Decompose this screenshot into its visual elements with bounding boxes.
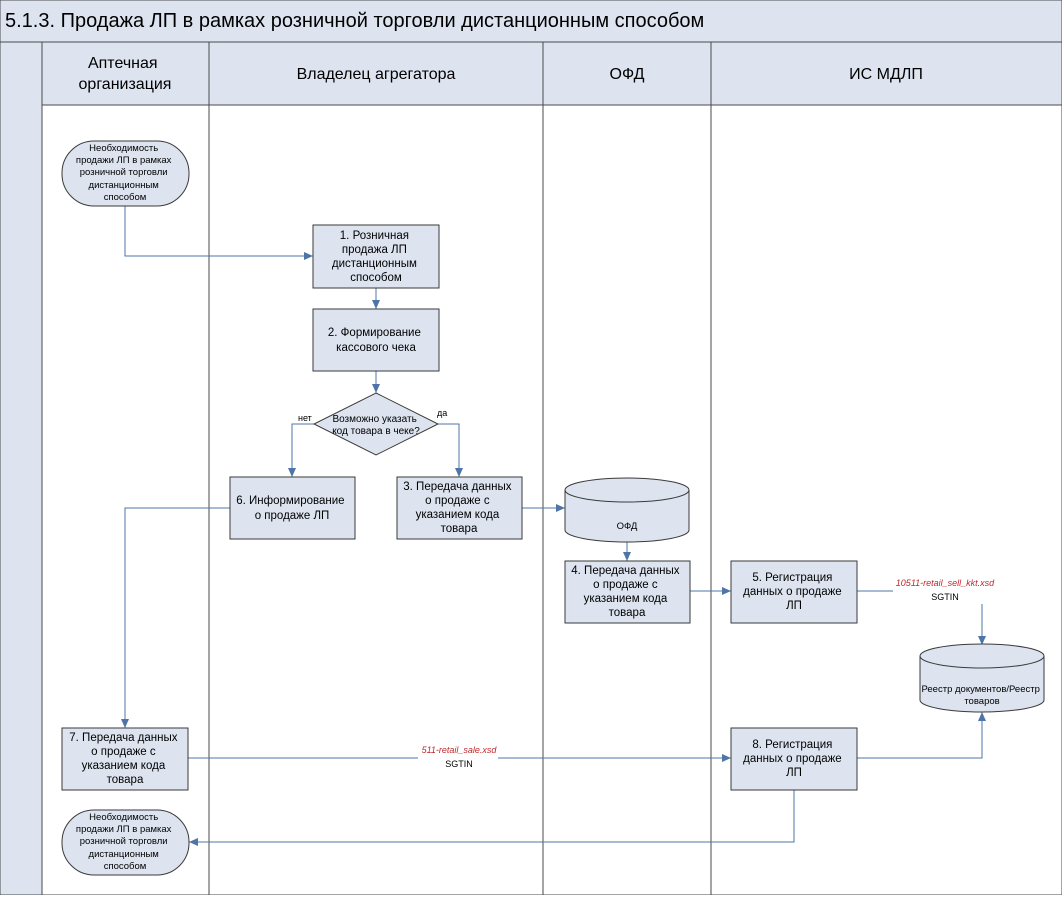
- schema-label-retail-sale: 511-retail_sale.xsd: [422, 745, 498, 755]
- connector-decision-to-step3: [438, 423, 463, 477]
- process-step-7: 7. Передача данных о продаже с указанием…: [61, 727, 189, 791]
- ofd-database: ОФД: [564, 477, 690, 543]
- svg-text:1. Розничная продажа ЛП: 1. Розничная продажа ЛП дистанционным сп…: [332, 230, 420, 284]
- svg-text:3. Передача данных о про: 3. Передача данных о продаже с указанием…: [403, 481, 514, 535]
- decision-diamond: Возможно указать код товара в чеке?: [312, 392, 440, 456]
- connector-step8-to-end: [189, 790, 795, 846]
- svg-text:7. Передача данных о про: 7. Передача данных о продаже с указанием…: [69, 732, 180, 786]
- svg-text:Необходимость продажи ЛП: Необходимость продажи ЛП в рамках рознич…: [76, 812, 174, 872]
- svg-text:Реестр документов/Реестр: Реестр документов/Реестр товаров: [921, 684, 1042, 707]
- svg-text:5. Регистрация данных о: 5. Регистрация данных о продаже ЛП: [743, 572, 845, 612]
- process-step-8: 8. Регистрация данных о продаже ЛП: [730, 727, 858, 791]
- svg-text:2. Формирование кассовог: 2. Формирование кассового чека: [328, 327, 424, 354]
- lane-body: [41, 104, 1062, 896]
- registry-database: Реестр документов/Реестр товаров: [919, 643, 1045, 713]
- connector-start-to-step1: [124, 206, 313, 260]
- svg-text:Необходимость продажи ЛП: Необходимость продажи ЛП в рамках рознич…: [76, 143, 174, 203]
- svg-text:ОФД: ОФД: [617, 521, 638, 532]
- schema-label-retail-sell-kkt: 10511-retail_sell_kkt.xsd: [896, 578, 995, 588]
- svg-text:8. Регистрация данных о: 8. Регистрация данных о продаже ЛП: [743, 739, 845, 779]
- lane-header-pharmacy: Аптечная организация: [79, 55, 172, 93]
- process-step-2: 2. Формирование кассового чека: [312, 308, 440, 372]
- process-step-5: 5. Регистрация данных о продаже ЛП: [730, 560, 858, 624]
- diagram-title: 5.1.3. Продажа ЛП в рамках розничной тор…: [5, 10, 704, 32]
- process-step-1: 1. Розничная продажа ЛП дистанционным сп…: [312, 224, 440, 289]
- lane-header-mdlp: ИС МДЛП: [849, 66, 923, 83]
- branch-label-yes: да: [437, 408, 447, 418]
- lane-header-band: [41, 41, 1062, 106]
- svg-text:Возможно указать код тов: Возможно указать код товара в чеке?: [332, 414, 420, 437]
- process-step-4: 4. Передача данных о продаже с указанием…: [564, 560, 691, 624]
- process-step-3: 3. Передача данных о продаже с указанием…: [396, 476, 523, 540]
- branch-label-no: нет: [298, 413, 312, 423]
- schema-label-bg: [418, 743, 498, 771]
- start-terminator: Необходимость продажи ЛП в рамках рознич…: [61, 140, 190, 207]
- code-label-sgtin: SGTIN: [445, 759, 473, 769]
- schema-label-bg: [893, 576, 999, 604]
- svg-text:4. Передача данных о про: 4. Передача данных о продаже с указанием…: [571, 565, 682, 619]
- lane-header-aggregator: Владелец агрегатора: [297, 66, 456, 83]
- end-terminator: Необходимость продажи ЛП в рамках рознич…: [61, 809, 190, 876]
- left-side-strip: [0, 41, 43, 896]
- process-step-6: 6. Информирование о продаже ЛП: [229, 476, 356, 540]
- lane-header-ofd: ОФД: [610, 66, 645, 83]
- connector-step6-to-step7: [121, 507, 230, 728]
- connector-step8-to-registry: [857, 712, 986, 759]
- svg-text:6. Информирование о прод: 6. Информирование о продаже ЛП: [236, 495, 348, 522]
- code-label-sgtin: SGTIN: [931, 592, 959, 602]
- connector-decision-to-step6: [288, 423, 314, 477]
